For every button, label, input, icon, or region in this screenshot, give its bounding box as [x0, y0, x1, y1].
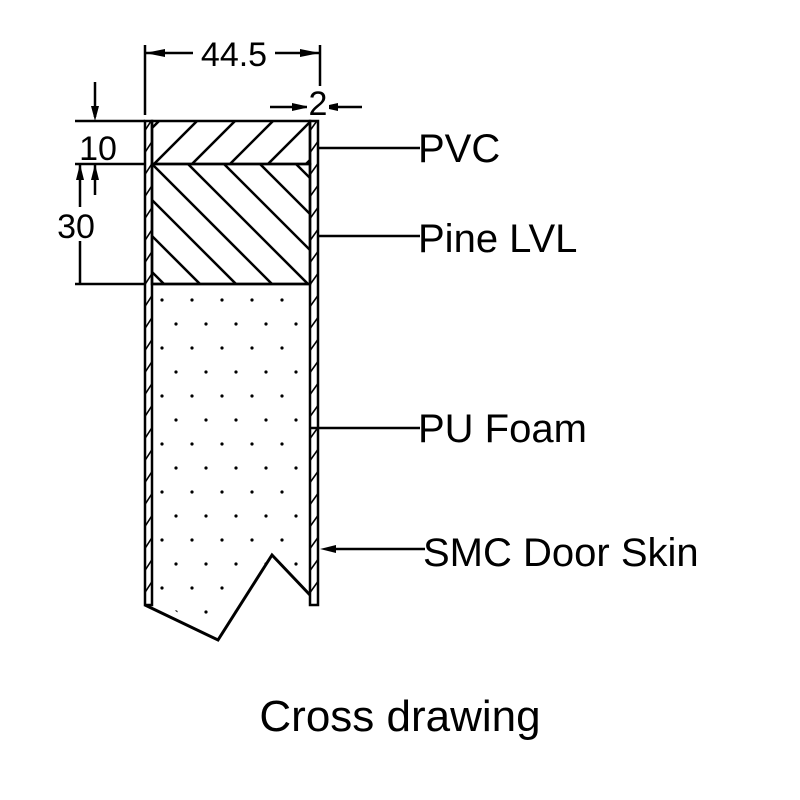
- width-dimension: 44.5: [143, 36, 322, 115]
- pvc-callout: PVC: [318, 127, 500, 171]
- pu-foam-label: PU Foam: [418, 407, 587, 451]
- pvc-thickness-value: 10: [79, 130, 117, 168]
- smc-skin-callout: SMC Door Skin: [320, 531, 699, 575]
- pvc-label: PVC: [418, 127, 500, 171]
- pine-lvl-callout: Pine LVL: [318, 217, 577, 261]
- pine-lvl-label: Pine LVL: [418, 217, 577, 261]
- left-door-skin: [143, 119, 154, 607]
- caption: Cross drawing: [259, 692, 541, 741]
- pvc-thickness-dimension: 10: [75, 82, 145, 168]
- pine-lvl-layer: [150, 162, 312, 286]
- pu-foam-layer: [144, 282, 312, 642]
- width-dimension-value: 44.5: [201, 36, 267, 74]
- skin-dimension: 2: [270, 85, 362, 123]
- pu-foam-callout: PU Foam: [310, 407, 587, 451]
- lvl-thickness-dimension: 30: [52, 164, 145, 286]
- pvc-layer: [150, 119, 312, 166]
- lvl-thickness-value: 30: [57, 208, 95, 246]
- skin-dimension-value: 2: [309, 85, 328, 123]
- smc-skin-label: SMC Door Skin: [423, 531, 699, 575]
